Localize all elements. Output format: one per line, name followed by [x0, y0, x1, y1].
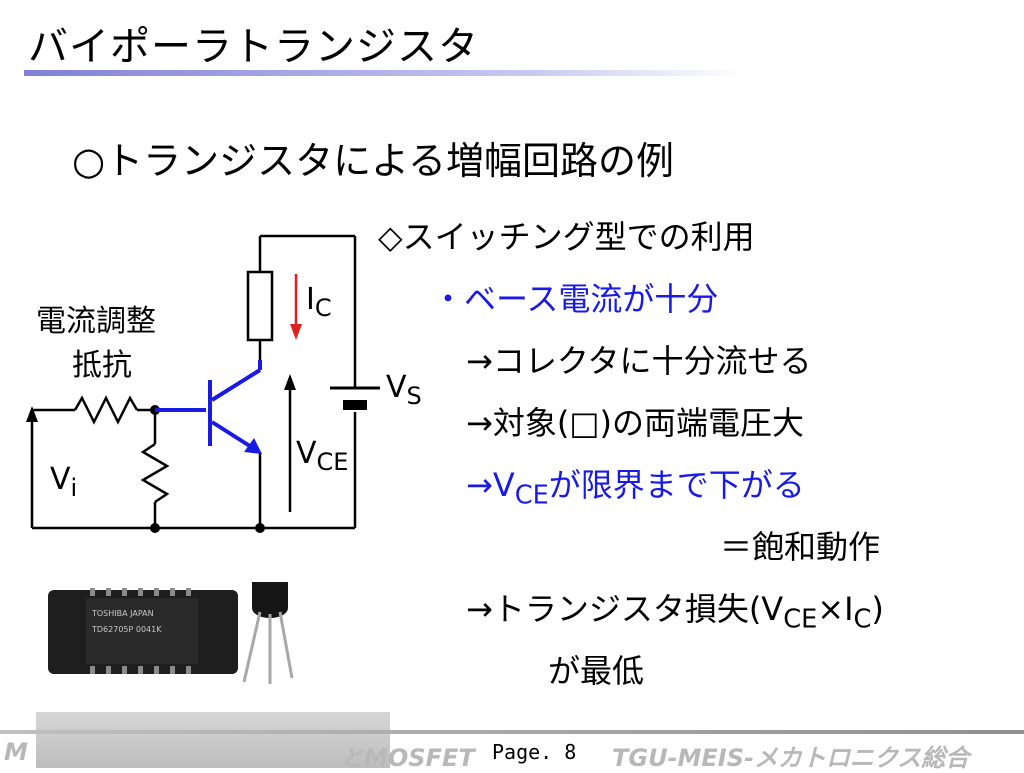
bullet-loss: →トランジスタ損失(VCE×IC) — [466, 590, 884, 635]
vi-label: Vi — [50, 462, 78, 503]
resistor-label-line2: 抵抗 — [72, 348, 132, 383]
bullet-switching: ◇スイッチング型での利用 — [378, 218, 755, 256]
page-number: Page. 8 — [492, 740, 577, 764]
node-bottom-right — [255, 523, 265, 533]
vi-arrow-head — [26, 406, 38, 422]
resistor-label-line1: 電流調整 — [36, 304, 156, 339]
bullet-vce-drop: →VCEが限界まで下がる — [466, 466, 805, 511]
node-bottom-left — [150, 523, 160, 533]
bullet-minimum: が最低 — [548, 652, 645, 690]
ic-chip-text-2: TD62705P 0041K — [91, 625, 162, 634]
battery-short-plate — [343, 400, 367, 410]
ic-label: IC — [306, 282, 332, 323]
circuit-diagram — [26, 234, 380, 533]
bullet-base-current: ・ベース電流が十分 — [432, 280, 719, 318]
input-resistor — [73, 395, 139, 425]
transistor-symbol — [155, 360, 262, 452]
vce-label: VCE — [296, 436, 349, 477]
vce-arrow-head — [284, 374, 296, 390]
ic-arrow-head — [290, 324, 302, 340]
load-resistor — [246, 270, 274, 342]
section-heading: ○トランジスタによる増幅回路の例 — [72, 139, 675, 183]
ruler-photo — [36, 712, 390, 768]
footer-left-title-end: とMOSFET — [340, 744, 475, 772]
footer-divider — [0, 730, 1024, 734]
transistor-photo — [242, 582, 294, 684]
vs-label: VS — [386, 370, 422, 411]
ic-chip-text-1: TOSHIBA JAPAN — [91, 609, 154, 618]
bullet-saturation: ＝飽和動作 — [720, 528, 881, 566]
transistor-emitter-arrow — [244, 438, 262, 454]
component-photo: TOSHIBA JAPAN TD62705P 0041K — [48, 582, 294, 684]
footer-left-title: M — [4, 738, 28, 766]
bullet-collector: →コレクタに十分流せる — [466, 342, 812, 380]
shunt-resistor — [140, 442, 170, 504]
footer-org: TGU-MEIS-メカトロニクス総合 — [612, 744, 970, 772]
slide-title: バイポーラトランジスタ — [28, 24, 479, 70]
title-underline — [24, 70, 744, 76]
ic-chip-photo: TOSHIBA JAPAN TD62705P 0041K — [48, 588, 238, 674]
bullet-voltage: →対象(□)の両端電圧大 — [466, 404, 805, 442]
